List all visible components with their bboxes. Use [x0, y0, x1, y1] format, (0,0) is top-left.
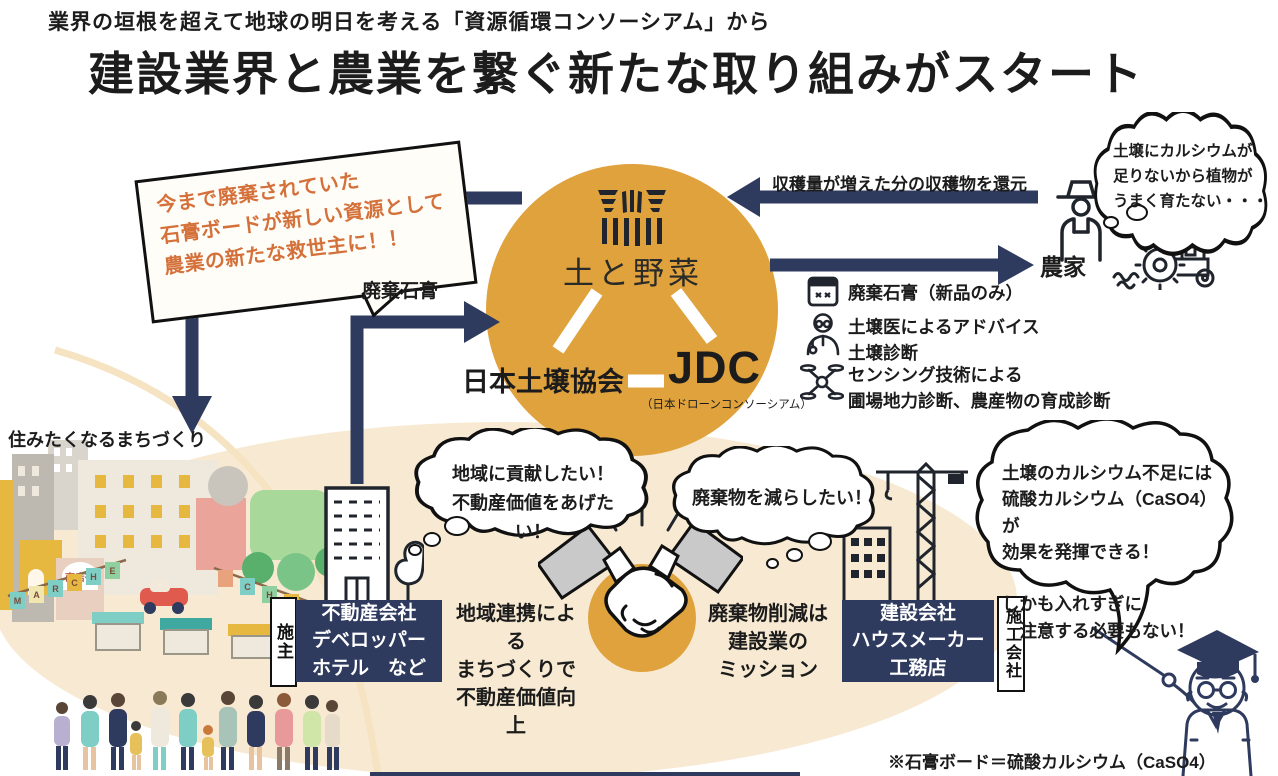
- builder-message: 廃棄物削減は 建設業の ミッション: [708, 603, 828, 681]
- intro-speech-text: 今まで廃棄されていた 石膏ボードが新しい資源として 農業の新たな救世主に！！: [155, 170, 447, 279]
- banner-letter: A: [33, 590, 40, 600]
- footnote: ※石膏ボード＝硫酸カルシウム（CaSO4）: [888, 753, 1216, 772]
- harvest-return-label: 収穫量が増えた分の収穫物を還元: [772, 175, 1027, 194]
- brand-name: 土と野菜: [563, 256, 703, 292]
- thought-puff: [1103, 216, 1119, 229]
- thought-puff: [1126, 204, 1148, 221]
- farmer-label: 農家: [1040, 254, 1086, 280]
- builder-box: 建設会社 ハウスメーカー 工務店: [842, 600, 994, 682]
- thought-puff: [808, 532, 832, 551]
- professor-speech-bubble: [975, 420, 1234, 655]
- town-label: 住みたくなるまちづくり: [8, 430, 206, 450]
- thought-puff: [423, 532, 441, 547]
- builder-thought-text: 廃棄物を減らしたい！: [692, 488, 872, 508]
- builder-role-label: 施工会社: [997, 596, 1025, 692]
- developer-role-label: 施主: [270, 597, 297, 687]
- developer-thought-cloud: [414, 428, 649, 537]
- soil-doctor-icon: [806, 313, 840, 356]
- professor-illustration: [1091, 626, 1259, 776]
- banner-letter: E: [109, 566, 115, 576]
- professor-speech-text: 土壌のカルシウム不足には 硫酸カルシウム（CaSO4）が 効果を発揮できる！ し…: [1002, 463, 1217, 641]
- developer-thought-text: 地域に貢献したい！ 不動産価値をあげたい！: [452, 464, 614, 542]
- consortium-circle: [486, 164, 778, 456]
- banner-letter: C: [71, 578, 78, 588]
- construction-site-icon: [842, 462, 968, 600]
- soil-association-label: 日本土壌協会: [462, 367, 624, 397]
- builder-thought-cloud: [672, 446, 875, 546]
- intro-speech-bubble: 今まで廃棄されていた 石膏ボードが新しい資源として 農業の新たな救世主に！！: [134, 140, 478, 324]
- bottom-border: [370, 772, 800, 776]
- developer-box: 不動産会社 デベロッパー ホテル など: [296, 600, 442, 682]
- farmer-thought-text: 土壌にカルシウムが 足りないから植物が うまく育たない・・・: [1113, 143, 1269, 210]
- drone-icon: [800, 364, 844, 400]
- banner-letter: H: [90, 572, 97, 582]
- gypsum-bag-icon: [807, 276, 839, 307]
- service-gypsum: 廃棄石膏（新品のみ）: [848, 283, 1023, 303]
- jdc-sublabel: （日本ドローンコンソーシアム）: [641, 399, 812, 411]
- thought-puff: [766, 558, 779, 569]
- office-building-icon: [324, 486, 424, 604]
- banner-letter: M: [14, 596, 22, 606]
- banner-letter: R: [52, 584, 59, 594]
- developer-message: 地域連携による まちづくりで 不動産価値向上: [456, 603, 576, 737]
- thought-puff: [408, 544, 422, 556]
- thought-puff: [786, 548, 803, 562]
- thought-puff: [444, 516, 470, 536]
- header-subtitle: 業界の垣根を超えて地球の明日を考える「資源循環コンソーシアム」から: [48, 11, 771, 34]
- jdc-label: JDC: [668, 342, 762, 393]
- page-title: 建設業界と農業を繋ぐ新たな取り組みがスタート: [88, 48, 1144, 100]
- speech-tail: [361, 288, 404, 318]
- handshake-icon: [538, 506, 743, 672]
- service-drone: センシング技術による 圃場地力診断、農産物の育成診断: [848, 365, 1111, 412]
- field-logo-icon: [598, 190, 666, 246]
- banner-letter: C: [244, 582, 251, 592]
- banner-letter: H: [266, 590, 273, 600]
- service-doctor: 土壌医によるアドバイス 土壌診断: [848, 317, 1040, 364]
- waste-gypsum-label: 廃棄石膏: [362, 281, 439, 302]
